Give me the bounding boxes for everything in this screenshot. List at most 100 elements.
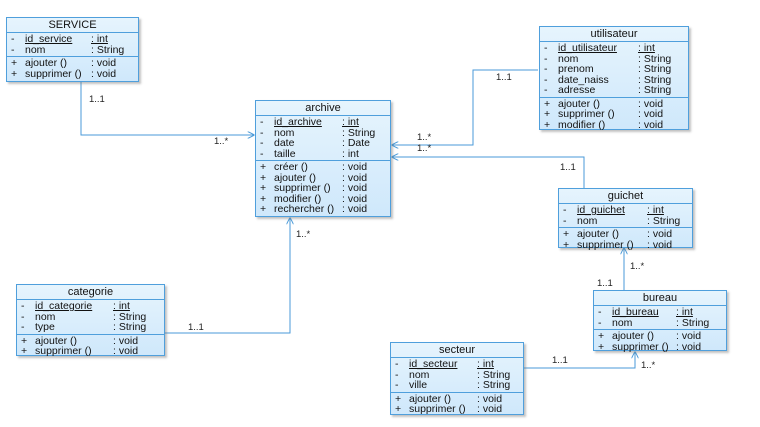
- attribute-row: -ville: String: [391, 380, 523, 391]
- class-utilisateur[interactable]: utilisateur-id_utilisateur: int-nom: Str…: [539, 26, 689, 130]
- member-name: supprimer (): [274, 182, 331, 194]
- class-title: bureau: [594, 291, 726, 306]
- member-name: nom: [35, 310, 56, 323]
- member-name: ajouter (): [558, 97, 601, 110]
- visibility-marker: -: [11, 43, 15, 56]
- attribute-row: -adresse: String: [540, 85, 688, 96]
- attribute-row: -id_archive: int: [256, 117, 390, 128]
- mult-utilisateur-end: 1..1: [496, 72, 512, 83]
- member-name: adresse: [558, 84, 596, 96]
- member-type: : void: [342, 171, 368, 184]
- method-row: +supprimer (): void: [594, 341, 726, 353]
- visibility-marker: -: [544, 73, 548, 86]
- visibility-marker: +: [395, 403, 402, 415]
- method-section: +ajouter (): void+supprimer (): void: [594, 330, 726, 353]
- class-title: guichet: [559, 189, 692, 204]
- member-name: rechercher (): [274, 203, 335, 215]
- member-type: : void: [477, 403, 503, 415]
- visibility-marker: -: [598, 306, 602, 318]
- visibility-marker: +: [260, 171, 267, 184]
- method-row: +supprimer (): void: [256, 183, 390, 194]
- member-name: ajouter (): [612, 330, 655, 342]
- member-type: : void: [638, 97, 664, 110]
- member-name: id_secteur: [409, 358, 458, 370]
- mult-guichet-bureau-end: 1..*: [630, 261, 645, 272]
- member-name: ajouter (): [274, 171, 317, 184]
- method-row: + ajouter () : void: [256, 171, 390, 184]
- visibility-marker: -: [260, 116, 264, 128]
- method-row: +supprimer (): void: [540, 109, 688, 120]
- visibility-marker: -: [21, 300, 25, 312]
- member-name: id_utilisateur: [558, 42, 617, 54]
- class-archive[interactable]: archive-id_archive: int-nom: String-date…: [255, 100, 391, 217]
- member-type: : void: [342, 182, 368, 194]
- visibility-marker: -: [395, 358, 399, 370]
- visibility-marker: -: [260, 126, 264, 139]
- mult-archive-utilisateur-end: 1..*: [417, 132, 432, 143]
- visibility-marker: +: [11, 67, 18, 80]
- member-name: modifier (): [558, 118, 606, 131]
- member-name: modifier (): [274, 192, 322, 205]
- class-title: archive: [256, 101, 390, 116]
- method-section: +ajouter (): void+supprimer (): void: [391, 393, 523, 416]
- class-guichet[interactable]: guichet-id_guichet: int-nom: String+ajou…: [558, 188, 693, 251]
- class-service[interactable]: SERVICE-id_service: int-nom: String+ajou…: [6, 17, 139, 82]
- attribute-row: -prenom: String: [540, 64, 688, 75]
- attribute-row: -id_categorie: int: [17, 301, 164, 312]
- method-section: +créer (): void+ajouter (): void+supprim…: [256, 161, 390, 216]
- attribute-row: -nom: String: [7, 43, 138, 56]
- attribute-row: -id_bureau: int: [594, 307, 726, 318]
- mult-archive-categorie-end: 1..*: [296, 229, 311, 240]
- method-row: +ajouter (): void: [594, 331, 726, 342]
- attribute-row: -nom: String: [17, 310, 164, 323]
- member-type: : String: [647, 214, 681, 227]
- member-type: : void: [91, 57, 117, 69]
- member-name: ajouter (): [577, 228, 620, 240]
- member-type: : int: [342, 116, 359, 128]
- method-row: +ajouter (): void: [17, 334, 164, 347]
- member-type: : void: [647, 238, 673, 251]
- attribute-row: -id_guichet: int: [559, 205, 692, 216]
- visibility-marker: -: [21, 321, 25, 333]
- method-row: +supprimer (): void: [17, 346, 164, 357]
- visibility-marker: -: [260, 147, 264, 160]
- member-type: : void: [342, 161, 368, 173]
- member-type: : String: [113, 310, 147, 323]
- method-row: +supprimer (): void: [559, 238, 692, 251]
- method-row: +ajouter (): void: [540, 97, 688, 110]
- visibility-marker: +: [260, 161, 267, 173]
- class-bureau[interactable]: bureau-id_bureau: int-nom: String+ajoute…: [593, 290, 727, 353]
- member-type: : int: [676, 306, 693, 318]
- attribute-row: -taille: int: [256, 147, 390, 160]
- method-row: +supprimer (): void: [391, 404, 523, 415]
- member-type: : void: [113, 345, 139, 357]
- member-name: type: [35, 321, 55, 333]
- member-type: : Date: [342, 137, 371, 149]
- visibility-marker: -: [598, 316, 602, 329]
- class-title: secteur: [391, 343, 523, 358]
- class-secteur[interactable]: secteur-id_secteur: int-nom: String-vill…: [390, 342, 524, 415]
- method-row: +modifier (): void: [256, 192, 390, 205]
- member-type: : String: [638, 63, 672, 75]
- member-name: id_categorie: [35, 300, 93, 312]
- class-categorie[interactable]: categorie-id_categorie: int-nom: String-…: [16, 284, 165, 356]
- member-type: : void: [113, 334, 139, 347]
- visibility-marker: +: [21, 334, 28, 347]
- visibility-marker: -: [544, 52, 548, 65]
- attribute-section: -id_bureau: int-nom: String: [594, 306, 726, 330]
- member-name: nom: [558, 52, 579, 65]
- visibility-marker: -: [563, 214, 567, 227]
- member-type: : int: [477, 358, 494, 370]
- method-row: +modifier (): void: [540, 118, 688, 131]
- visibility-marker: +: [395, 392, 402, 405]
- attribute-section: -id_categorie: int-nom: String-type: Str…: [17, 300, 164, 335]
- attribute-row: -nom: String: [256, 126, 390, 139]
- mult-bureau-secteur-end: 1..*: [641, 360, 656, 371]
- member-type: : void: [342, 203, 368, 215]
- member-name: nom: [274, 126, 295, 139]
- member-name: taille: [274, 147, 296, 160]
- class-title: categorie: [17, 285, 164, 300]
- attribute-section: -id_secteur: int-nom: String-ville: Stri…: [391, 358, 523, 393]
- visibility-marker: -: [395, 379, 399, 391]
- visibility-marker: +: [260, 203, 267, 215]
